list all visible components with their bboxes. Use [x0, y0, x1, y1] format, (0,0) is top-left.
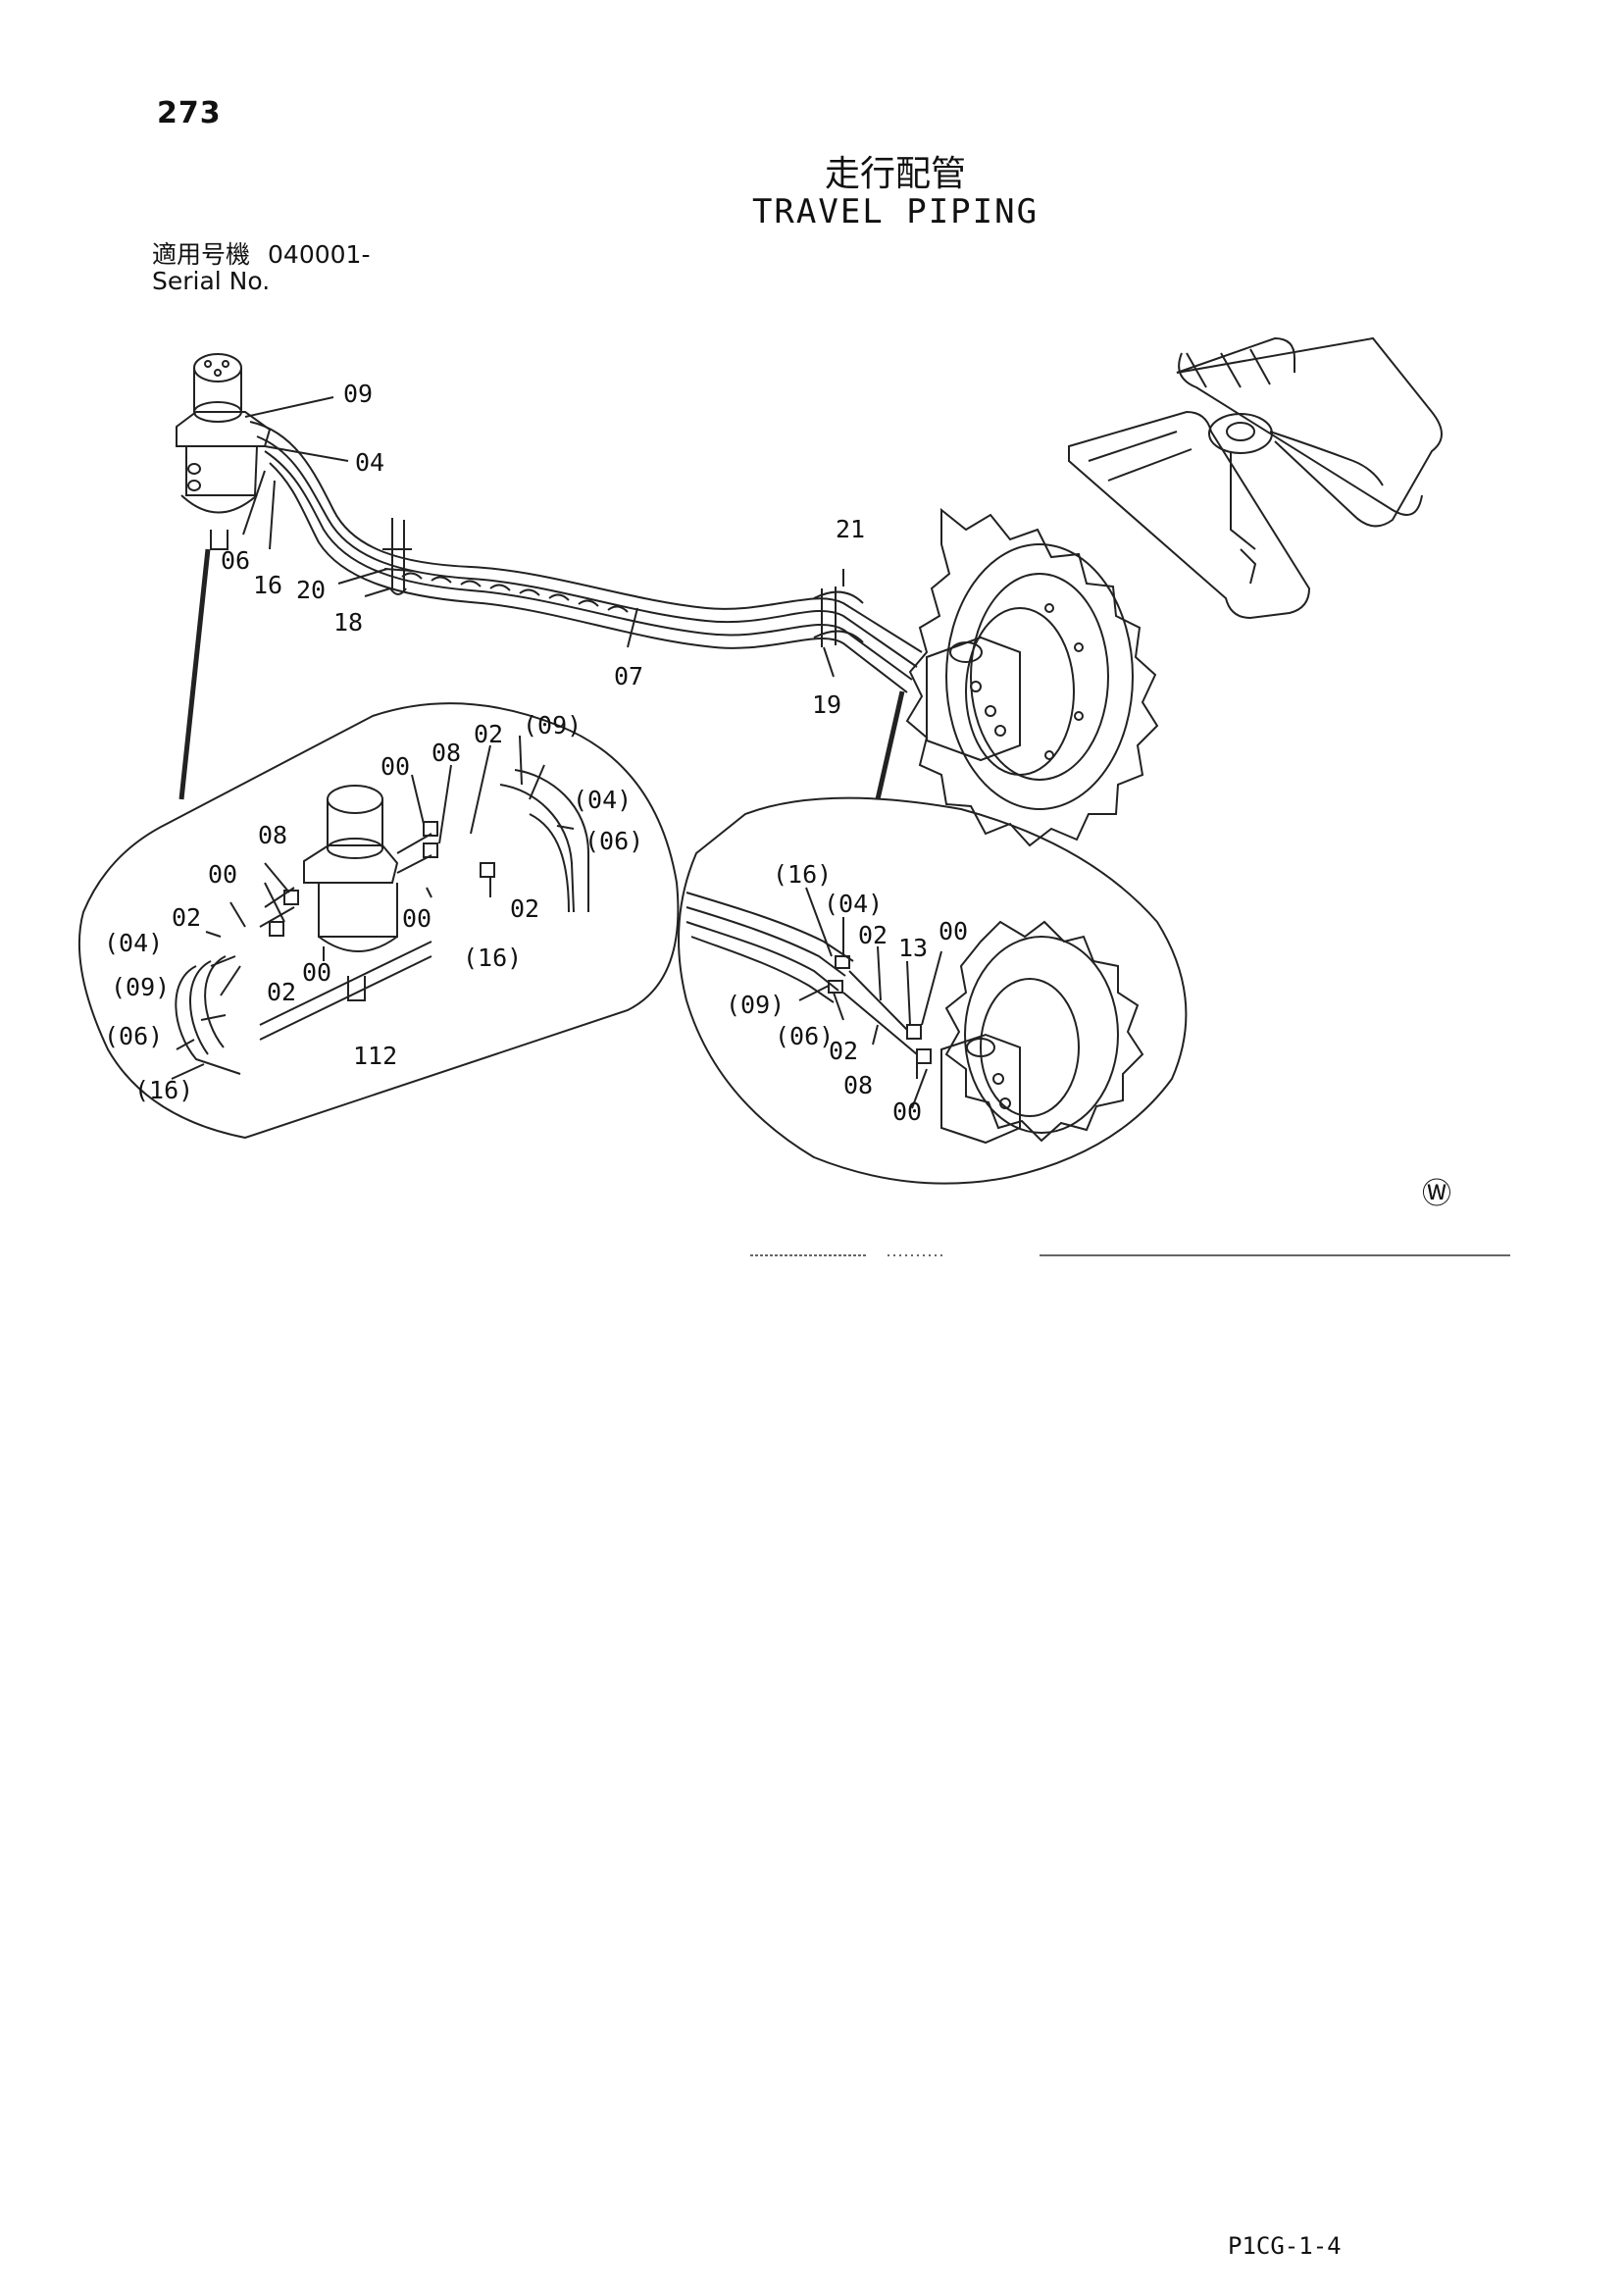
callout-08: 08: [258, 821, 287, 849]
swivel-detail-callout: [77, 702, 680, 1140]
callout-00: 00: [402, 904, 431, 933]
callout-00: 00: [381, 752, 410, 781]
callout-00: 00: [939, 917, 968, 945]
callout-00: 00: [208, 860, 237, 889]
callout-06: (06): [104, 1022, 163, 1050]
callout-112: 112: [353, 1042, 397, 1070]
callout-16: (16): [773, 860, 832, 889]
callout-04: (04): [824, 890, 883, 918]
left-detail-callouts: 00 08 02 (09) (04) (06) 08 00 02 (04) (0…: [104, 711, 643, 1104]
leader-lines: [178, 396, 905, 800]
main-callouts: 09 04 06 16 20 18 07 21 19: [221, 380, 865, 719]
callout-02: 02: [829, 1037, 858, 1065]
callout-06: 06: [221, 546, 250, 575]
callout-13: 13: [898, 934, 928, 962]
callout-20: 20: [296, 576, 326, 604]
callout-09: 09: [343, 380, 373, 408]
callout-02: 02: [172, 903, 201, 932]
travel-motor-sprocket: [905, 507, 1159, 847]
callout-16: (16): [134, 1076, 193, 1104]
footer-code: P1CG-1-4: [1228, 2232, 1342, 2260]
undercarriage-crawler: [1068, 336, 1443, 620]
callout-04: (04): [104, 929, 163, 957]
callout-02: 02: [474, 720, 503, 748]
callout-08: 08: [431, 739, 461, 767]
main-hose-bundle: [249, 421, 923, 693]
serial-number-block: 適用号機 040001- Serial No.: [152, 241, 370, 294]
page-number: 273: [157, 96, 222, 130]
callout-04: 04: [355, 448, 384, 477]
callout-19: 19: [812, 690, 841, 719]
callout-09: (09): [111, 973, 170, 1001]
callout-02: 02: [510, 894, 539, 923]
callout-16: (16): [463, 944, 522, 972]
callout-06: (06): [584, 827, 643, 855]
page-title: TRAVEL PIPING: [751, 192, 1040, 231]
callout-07: 07: [614, 662, 643, 690]
callout-18: 18: [333, 608, 363, 637]
hose-clamp-rear: [813, 587, 864, 647]
callout-16: 16: [253, 571, 282, 599]
callout-21: 21: [836, 515, 865, 543]
callout-00: 00: [302, 958, 331, 987]
callout-04: (04): [573, 786, 632, 814]
page-title-japanese: 走行配管: [824, 154, 966, 194]
callout-06: (06): [775, 1022, 834, 1050]
callout-09: (09): [523, 711, 582, 740]
callout-08: 08: [843, 1071, 873, 1099]
right-detail-callouts: (16) (04) 02 13 00 (09) (06) 02 08 00: [726, 860, 968, 1126]
serial-label-japanese: 適用号機: [152, 240, 251, 269]
callout-02: 02: [858, 921, 888, 949]
motor-detail-callout: [678, 796, 1188, 1185]
callout-02: 02: [267, 978, 296, 1006]
serial-value: 040001-: [268, 240, 371, 269]
swivel-joint: [176, 353, 272, 550]
serial-label: Serial No.: [152, 267, 271, 295]
callout-09: (09): [726, 991, 785, 1019]
hose-clamp-front: [382, 518, 413, 595]
callout-00: 00: [892, 1097, 922, 1126]
marker-symbol: Ⓦ: [1422, 1177, 1451, 1211]
